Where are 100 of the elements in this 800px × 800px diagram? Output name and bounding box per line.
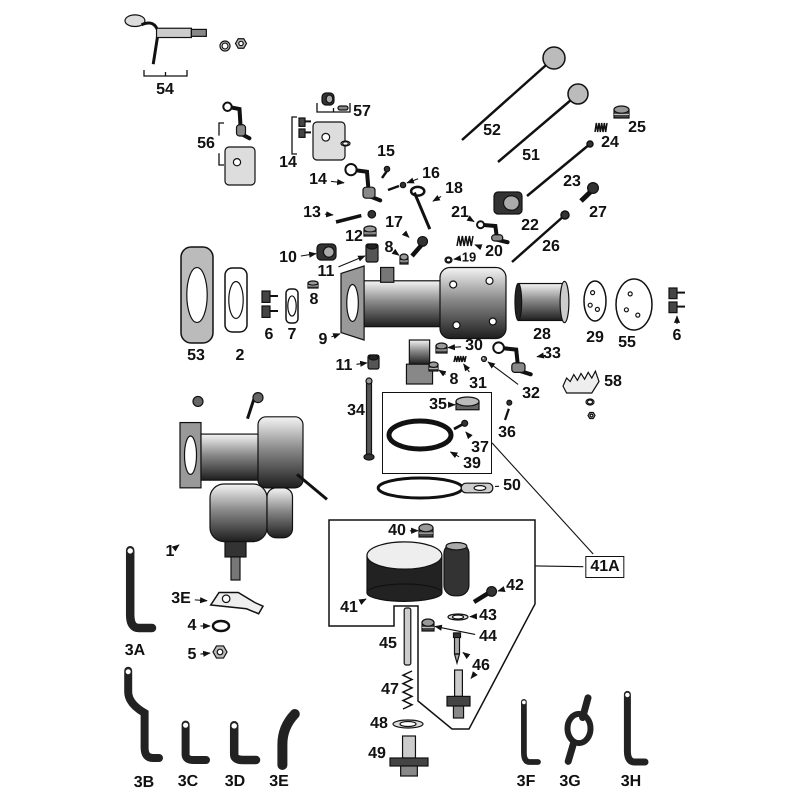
callout-number: 6 [264, 327, 274, 343]
spring-drawing [453, 355, 467, 363]
leader-line [392, 248, 400, 256]
callout-number: 16 [422, 166, 440, 182]
leader-line [200, 622, 211, 630]
float-bowl-drawing [367, 540, 471, 602]
callout-number: 23 [563, 174, 581, 190]
callout-number: 4 [188, 618, 196, 634]
callout-number: 44 [479, 629, 497, 645]
callout-number: 20 [485, 244, 503, 260]
callout-number: 49 [368, 746, 386, 762]
callout-number: 7 [288, 327, 296, 343]
leader-line [200, 650, 211, 657]
callout-number: 22 [521, 218, 539, 234]
callout-number: 15 [377, 144, 395, 160]
callout-number: 21 [451, 205, 469, 221]
callout-number: 3E [171, 591, 191, 607]
leader-line [497, 586, 506, 592]
leader-line [450, 452, 460, 458]
nut-drawing [211, 644, 229, 660]
callout-number: 29 [586, 330, 604, 346]
callout-number: 53 [187, 348, 205, 364]
screw-drawing [419, 524, 433, 537]
callout-number: 14 [309, 172, 327, 188]
callout-number: 10 [279, 250, 297, 266]
callout-number: 1 [166, 544, 174, 560]
callout-number: 35 [429, 397, 447, 413]
leader-line [470, 671, 478, 680]
callout-number: 45 [379, 636, 397, 652]
sleeve-drawing [366, 244, 378, 262]
leader-line [536, 352, 544, 359]
leader-line [462, 652, 470, 660]
callout-number: 3B [134, 775, 154, 791]
leader-line [463, 363, 470, 372]
leader-line [410, 528, 419, 534]
callout-number: 50 [503, 478, 521, 494]
callout-number: 25 [628, 120, 646, 136]
leader-line [338, 255, 366, 268]
callout-number: 13 [303, 205, 321, 221]
callout-number: 8 [310, 292, 318, 308]
callout-number: 28 [533, 327, 551, 343]
callout-number: 11 [336, 358, 352, 374]
leader-line [324, 211, 334, 218]
callout-number: 30 [465, 338, 483, 354]
callout-number: 24 [601, 135, 619, 151]
spring-drawing [456, 235, 474, 247]
callout-number: 5 [188, 647, 196, 663]
leader-line [358, 598, 367, 605]
callout-number: 32 [522, 386, 540, 402]
leader-line [448, 402, 456, 408]
callout-number: 3H [620, 774, 642, 790]
washer-drawing [444, 256, 453, 264]
gasket-drawing [377, 476, 494, 500]
leader-line [434, 624, 476, 635]
callout-number: 52 [483, 123, 501, 139]
callout-number: 36 [498, 425, 516, 441]
callout-number: 3D [224, 774, 246, 790]
plug-drawing [317, 244, 336, 260]
ball-drawing [481, 356, 487, 362]
screw-drawing [386, 182, 406, 192]
cap-drawing [456, 397, 479, 412]
callout-number: 26 [542, 239, 560, 255]
callout-number: 3C [178, 774, 198, 790]
callout-number: 9 [318, 332, 328, 348]
leader-line [453, 255, 462, 262]
callout-number: 46 [472, 658, 490, 674]
callout-number: 56 [197, 136, 215, 152]
leader-line [172, 544, 180, 552]
callout-number: 2 [236, 348, 244, 364]
plug-drawing [422, 619, 434, 631]
valve-seat-drawing [447, 670, 470, 718]
washer-drawing [447, 613, 469, 621]
leader-line [466, 215, 475, 222]
callout-number: 31 [469, 376, 487, 392]
pin-drawing [410, 186, 432, 230]
screw-drawing [334, 210, 376, 224]
callout-number: 39 [463, 456, 481, 472]
callout-number: 42 [506, 578, 524, 594]
leader-line [465, 431, 473, 440]
reference-tag: 41A [585, 556, 625, 578]
float-ring-drawing [387, 419, 453, 451]
needle-drawing [452, 633, 462, 663]
callout-number: 57 [353, 104, 371, 120]
leader-line [330, 178, 345, 186]
callout-number: 34 [347, 403, 365, 419]
screw-drawing [410, 236, 428, 258]
callout-number: 37 [471, 440, 489, 456]
leader-line [474, 244, 483, 250]
carburetor-body-drawing [341, 266, 506, 340]
bracket-drawing [208, 590, 263, 615]
callout-number: 14 [279, 155, 297, 171]
leader-line [447, 344, 462, 350]
plug-drawing [400, 254, 408, 264]
callout-number: 55 [618, 335, 636, 351]
callout-number: 27 [589, 205, 607, 221]
leader-line [674, 315, 680, 324]
leader-line [438, 370, 446, 376]
callout-number: 3A [124, 643, 146, 659]
callout-number: 48 [370, 716, 388, 732]
callout-number: 54 [156, 82, 174, 98]
